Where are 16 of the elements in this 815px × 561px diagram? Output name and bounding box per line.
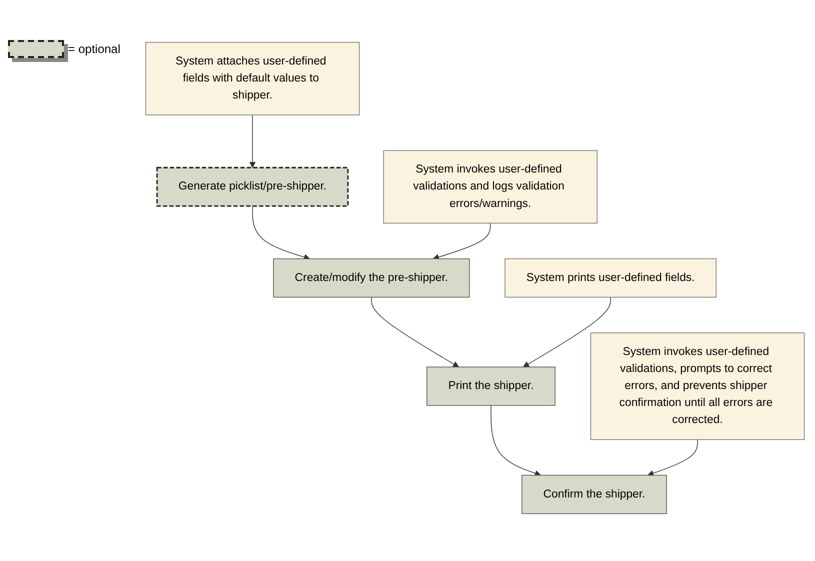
node-box: Create/modify the pre-shipper. bbox=[273, 258, 470, 298]
legend-text: = optional bbox=[68, 42, 120, 56]
arrow bbox=[249, 114, 256, 168]
node-box: Print the shipper. bbox=[426, 366, 556, 406]
node-box: System invokes user-defined validations and logs validation errors/warnings. bbox=[383, 150, 598, 224]
node-box: Confirm the shipper. bbox=[522, 474, 667, 514]
arrow bbox=[371, 296, 459, 368]
arrow bbox=[648, 439, 698, 476]
arrow bbox=[252, 206, 310, 260]
node-box: System invokes user-defined validations, prompts to correct errors, and prevents shipper confirmation until all errors are corrected. bbox=[590, 332, 805, 440]
arrow bbox=[490, 405, 541, 476]
node-box: System attaches user-defined fields with default values to shipper. bbox=[145, 42, 360, 116]
arrow bbox=[432, 222, 491, 260]
node-box: System prints user-defined fields. bbox=[504, 258, 716, 298]
arrow bbox=[523, 296, 611, 368]
node-box: Generate picklist/pre-shipper. bbox=[156, 166, 349, 207]
